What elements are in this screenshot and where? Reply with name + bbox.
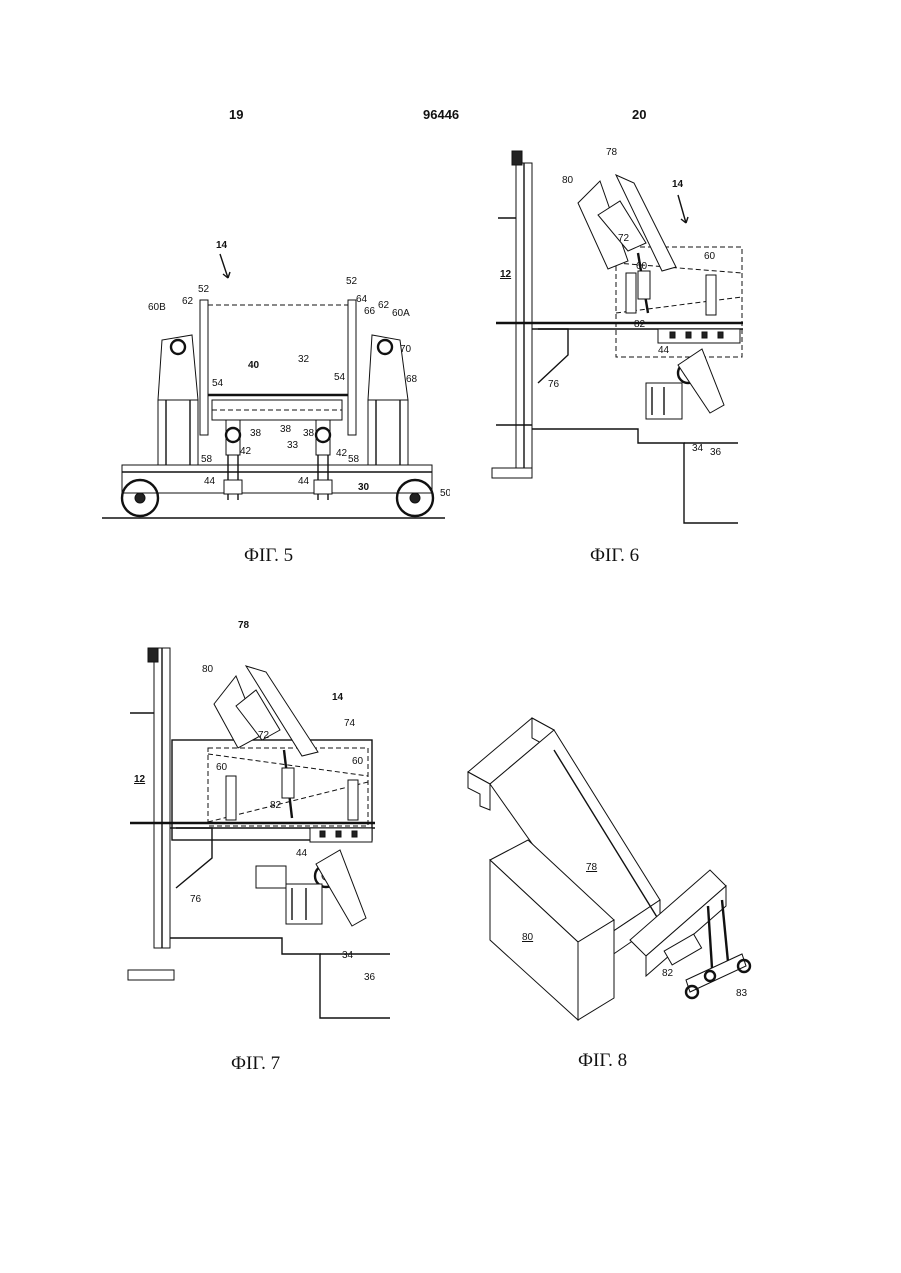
fig6-label-14: 14 [672, 179, 684, 190]
figure-8-caption: ФІГ. 8 [578, 1050, 627, 1072]
fig7-label-82: 82 [270, 800, 282, 811]
fig6-label-60b: 60 [636, 261, 648, 272]
fig5-label-64: 64 [356, 294, 368, 305]
fig5-label-44b: 44 [298, 476, 310, 487]
fig5-label-52a: 52 [198, 284, 210, 295]
patent-number: 96446 [423, 107, 459, 122]
fig5-label-44a: 44 [204, 476, 216, 487]
fig6-label-82: 82 [634, 319, 646, 330]
fig5-label-68: 68 [406, 374, 418, 385]
fig6-label-80: 80 [562, 175, 574, 186]
fig6-label-60a: 60 [704, 251, 716, 262]
figure-5-caption: ФІГ. 5 [244, 545, 293, 567]
fig5-label-38a: 38 [250, 428, 262, 439]
fig6-label-12: 12 [500, 269, 512, 280]
fig8-label-78: 78 [586, 862, 598, 873]
fig7-label-34: 34 [342, 950, 354, 961]
fig8-label-83: 83 [736, 988, 748, 999]
fig5-label-60b: 60B [148, 302, 166, 313]
fig5-label-38c: 38 [303, 428, 315, 439]
figure-8-drawing: 78 80 82 83 [460, 710, 760, 1030]
fig6-label-76: 76 [548, 379, 560, 390]
fig7-label-36: 36 [364, 972, 376, 983]
fig7-label-78: 78 [238, 620, 250, 631]
fig5-label-58b: 58 [348, 454, 360, 465]
page-number-right: 20 [632, 107, 646, 122]
fig5-label-42a: 42 [240, 446, 252, 457]
fig7-label-80: 80 [202, 664, 214, 675]
fig5-label-40: 40 [248, 360, 260, 371]
figure-5-drawing: 14 52 52 60B 62 64 62 66 60A 70 68 40 32… [100, 240, 450, 530]
fig6-label-78: 78 [606, 147, 618, 158]
fig6-label-34: 34 [692, 443, 704, 454]
fig7-label-74: 74 [344, 718, 356, 729]
fig5-label-70: 70 [400, 344, 412, 355]
fig5-label-62b: 62 [378, 300, 390, 311]
fig6-label-44: 44 [658, 345, 670, 356]
fig7-label-14: 14 [332, 692, 344, 703]
fig5-label-54b: 54 [334, 372, 346, 383]
fig5-label-66: 66 [364, 306, 376, 317]
fig7-label-12: 12 [134, 774, 146, 785]
fig5-label-30: 30 [358, 482, 370, 493]
figure-6-caption: ФІГ. 6 [590, 545, 639, 567]
fig5-label-14: 14 [216, 240, 228, 251]
fig5-label-60a: 60A [392, 308, 410, 319]
figure-6-drawing: 78 80 14 72 60 60 82 12 44 76 34 36 [488, 143, 748, 528]
fig7-label-60a: 60 [216, 762, 228, 773]
fig6-label-72: 72 [618, 233, 630, 244]
fig5-label-50: 50 [440, 488, 450, 499]
fig5-label-58a: 58 [201, 454, 213, 465]
fig5-label-33: 33 [287, 440, 299, 451]
fig5-label-32: 32 [298, 354, 310, 365]
fig7-label-72: 72 [258, 730, 270, 741]
fig8-label-82: 82 [662, 968, 674, 979]
fig5-label-62a: 62 [182, 296, 194, 307]
fig7-label-44: 44 [296, 848, 308, 859]
fig5-label-52b: 52 [346, 276, 358, 287]
fig6-label-36: 36 [710, 447, 722, 458]
fig7-label-60b: 60 [352, 756, 364, 767]
fig7-label-76: 76 [190, 894, 202, 905]
figure-7-drawing: 78 80 14 74 72 60 60 82 12 44 76 34 36 [120, 618, 395, 1023]
fig5-label-54a: 54 [212, 378, 224, 389]
fig5-label-42b: 42 [336, 448, 348, 459]
figure-7-caption: ФІГ. 7 [231, 1053, 280, 1075]
page-number-left: 19 [229, 107, 243, 122]
fig5-label-38b: 38 [280, 424, 292, 435]
fig8-label-80: 80 [522, 932, 534, 943]
